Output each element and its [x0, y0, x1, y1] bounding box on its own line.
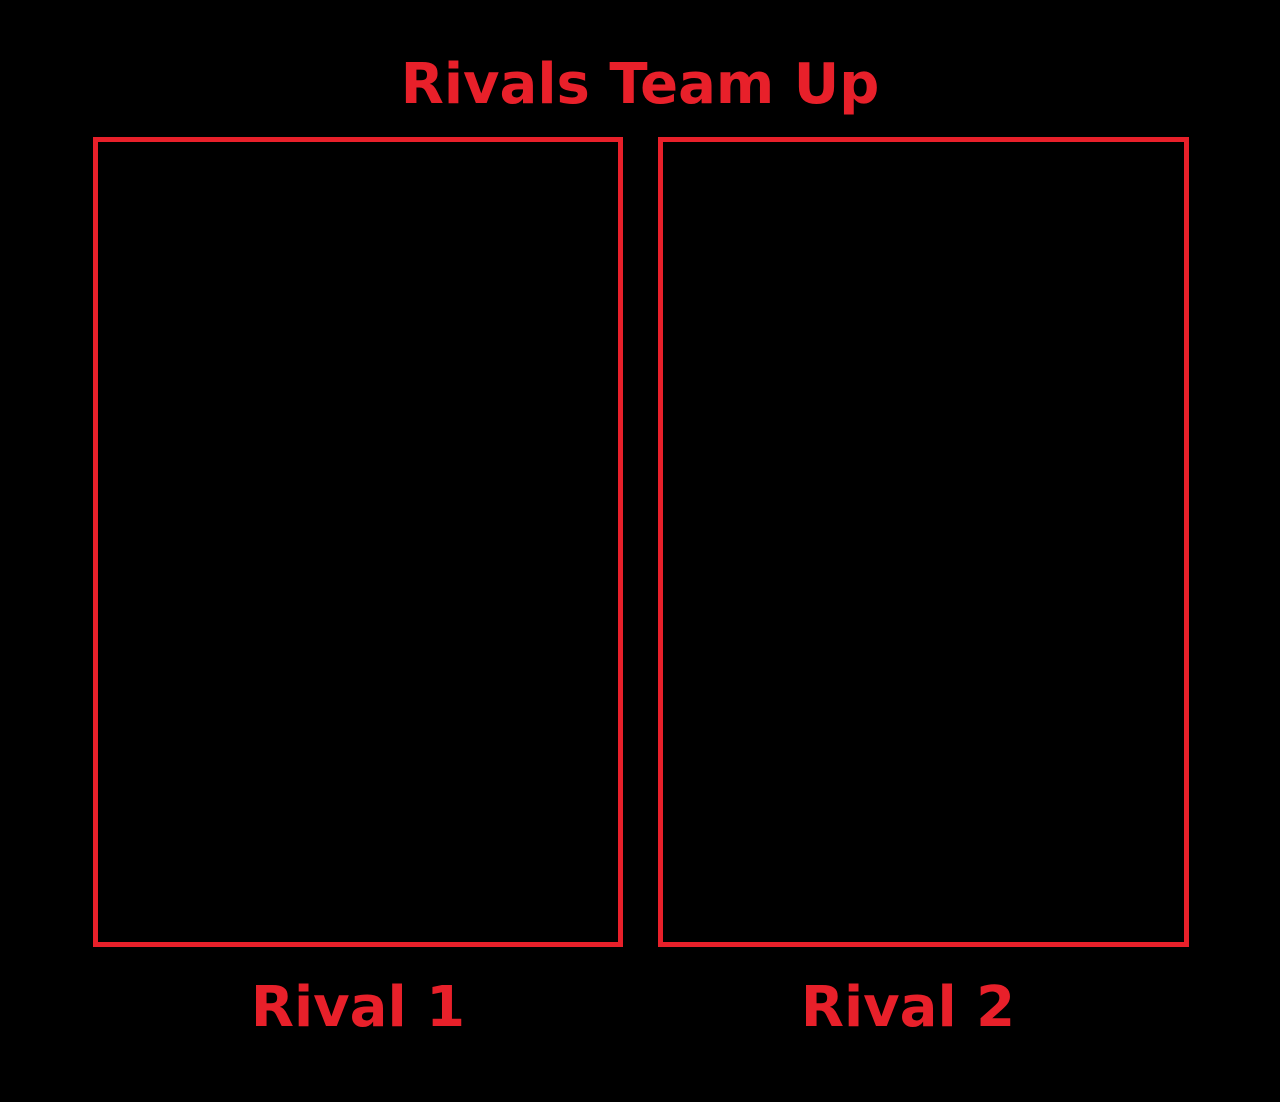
- rival-2-frame: [658, 137, 1189, 947]
- rival-1-label: Rival 1: [250, 975, 466, 1040]
- rival-1-frame: [93, 137, 623, 947]
- rival-2-label: Rival 2: [800, 975, 1016, 1040]
- page-title: Rivals Team Up: [400, 52, 880, 117]
